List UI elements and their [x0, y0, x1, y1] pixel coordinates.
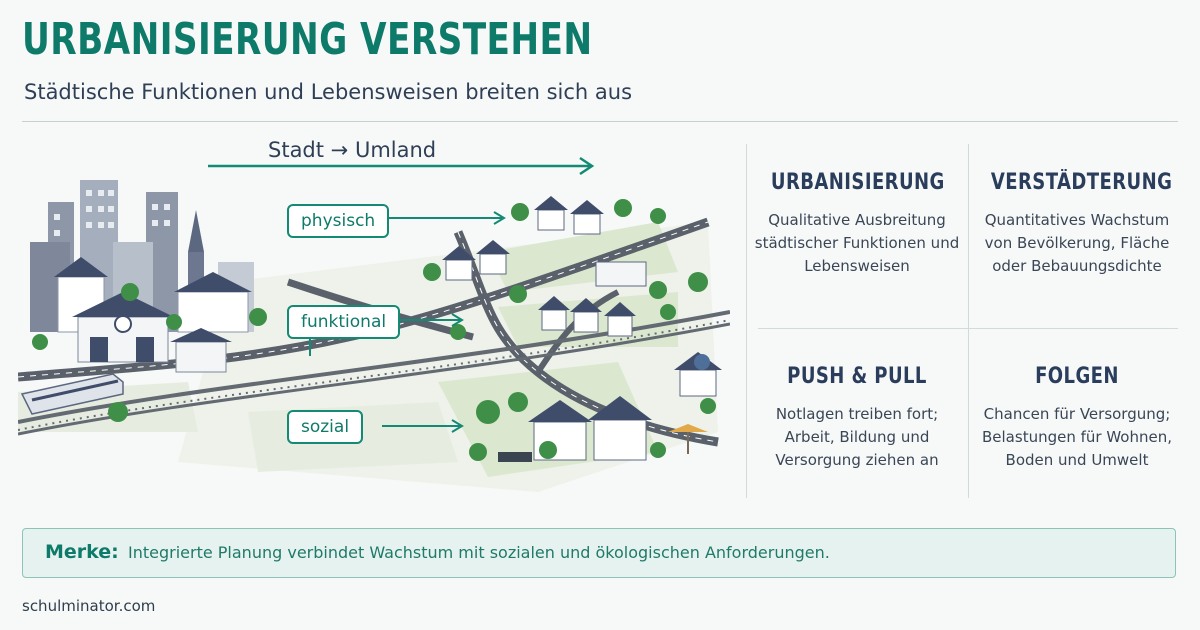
- card-text: Chancen für Versorgung; Belastungen für …: [982, 405, 1172, 469]
- suburb-houses: [442, 196, 722, 462]
- tag-funktional: funktional: [287, 305, 401, 339]
- city-skyline: [30, 180, 254, 373]
- merke-box: Merke: Integrierte Planung verbindet Wac…: [22, 528, 1176, 578]
- train: [20, 373, 124, 415]
- page-title: URBANISIERUNG VERSTEHEN: [22, 14, 593, 65]
- merke-text: Integrierte Planung verbindet Wachstum m…: [128, 543, 830, 562]
- card-title: URBANISIERUNG: [770, 170, 945, 195]
- grid-divider-vertical-left: [746, 144, 747, 498]
- grid-divider-vertical-right: [968, 144, 969, 498]
- card-text: Notlagen treiben fort; Arbeit, Bildung u…: [775, 405, 939, 469]
- trees: [32, 199, 716, 461]
- merke-label: Merke:: [45, 541, 119, 563]
- page-subtitle: Städtische Funktionen und Lebensweisen b…: [24, 80, 633, 104]
- card-title: PUSH & PULL: [787, 364, 927, 389]
- footer-brand: schulminator.com: [22, 597, 156, 615]
- tag-sozial: sozial: [287, 410, 364, 444]
- grid-divider-horizontal: [758, 328, 1178, 329]
- card-title: FOLGEN: [1035, 364, 1119, 389]
- card-text: Quantitatives Wachstum von Bevölkerung, …: [984, 211, 1170, 275]
- direction-arrow: [208, 156, 595, 176]
- header-divider: [22, 121, 1178, 122]
- card-title: VERSTÄDTERUNG: [990, 170, 1173, 195]
- card-text: Qualitative Ausbreitung städtischer Funk…: [754, 211, 960, 275]
- card-urbanisierung: URBANISIERUNG Qualitative Ausbreitung st…: [752, 170, 962, 278]
- tag-physisch: physisch: [287, 204, 390, 238]
- direction-label: Stadt → Umland: [268, 138, 437, 162]
- card-push-pull: PUSH & PULL Notlagen treiben fort; Arbei…: [752, 364, 962, 472]
- card-folgen: FOLGEN Chancen für Versorgung; Belastung…: [972, 364, 1182, 472]
- card-verstaedterung: VERSTÄDTERUNG Quantitatives Wachstum von…: [972, 170, 1182, 278]
